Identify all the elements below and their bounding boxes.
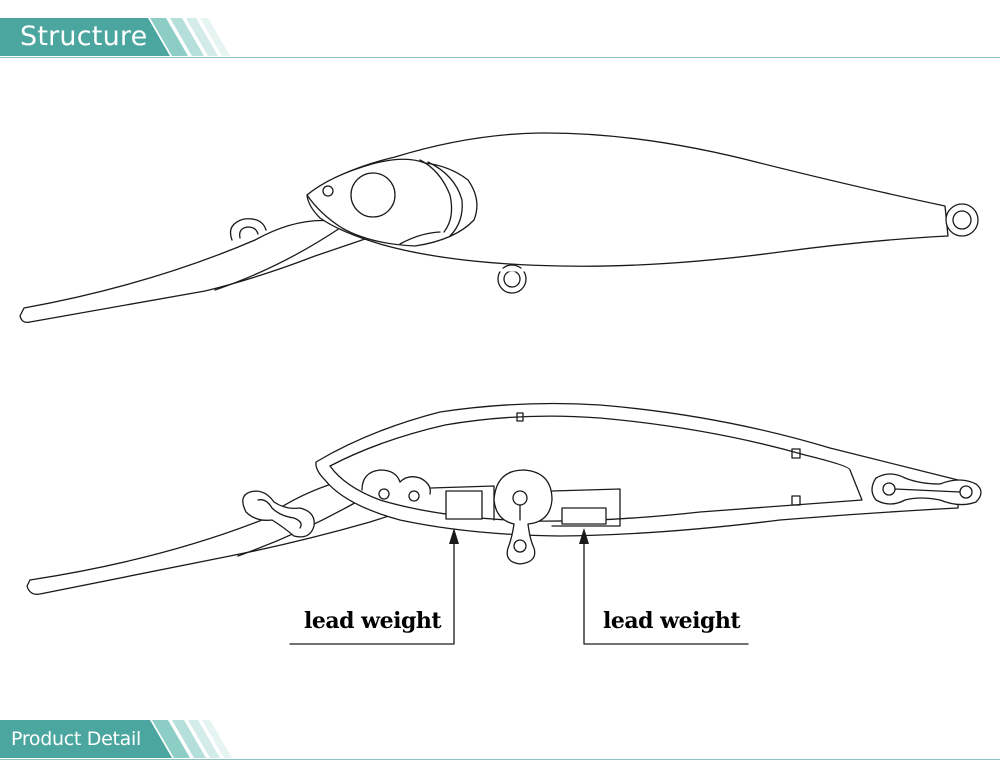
belly-hanger-bottom (493, 469, 553, 565)
callout-label-1: lead weight (304, 608, 441, 634)
lure-cross-section-view (26, 402, 982, 645)
structure-title: Structure (20, 21, 148, 52)
lure-body-outline-top (306, 132, 949, 267)
belly-eyelet-top (497, 264, 527, 294)
tail-eyelet-top (945, 203, 979, 237)
structure-banner-shape (0, 18, 230, 56)
callout-arrow-2 (583, 533, 749, 645)
structure-divider (0, 57, 1000, 58)
diving-lip-bottom (26, 479, 393, 595)
lead-weight-2 (561, 507, 607, 525)
callout-arrow-1 (289, 533, 455, 645)
lip-eyelet-bottom (242, 490, 315, 538)
lure-eye-top (350, 172, 396, 218)
diving-lip-top (19, 219, 369, 324)
rattle-chamber (361, 469, 431, 495)
product-detail-divider (0, 759, 1000, 760)
lead-weight-1 (445, 490, 483, 520)
callout-label-2: lead weight (603, 608, 740, 634)
lip-line-tie-top (229, 218, 267, 241)
lead-weight-2-housing (551, 488, 621, 527)
lure-exterior-view (19, 132, 979, 324)
lure-body-shell-bottom (315, 402, 959, 537)
product-detail-title: Product Detail (11, 728, 141, 750)
product-detail-banner-shape (0, 720, 232, 758)
tail-eyelet-bottom (871, 473, 982, 506)
